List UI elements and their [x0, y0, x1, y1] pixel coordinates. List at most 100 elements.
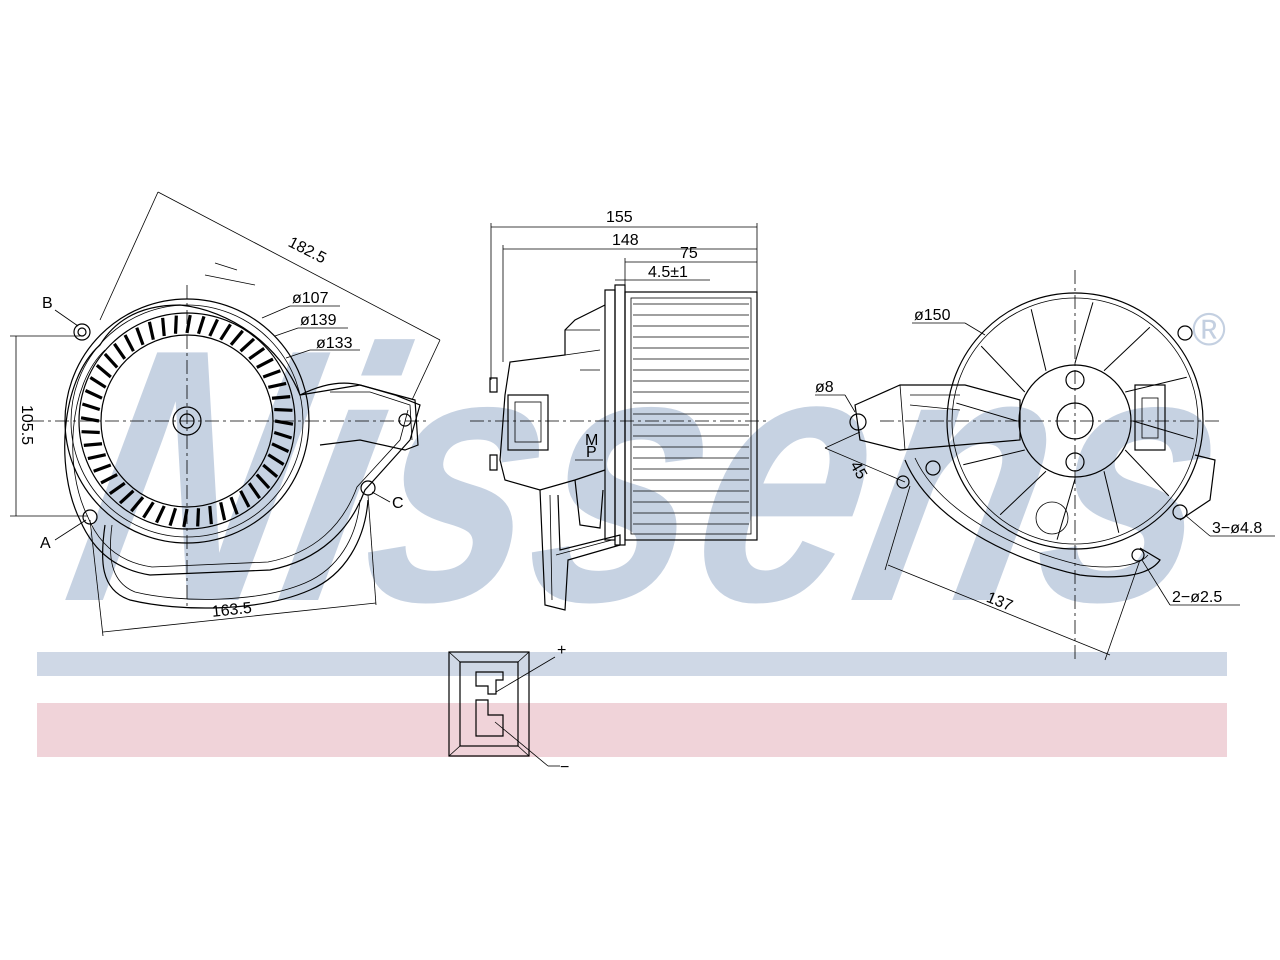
connector-plus-sign: + [557, 642, 566, 659]
dim-d150: ø150 [914, 307, 951, 324]
fan-blade [248, 347, 266, 361]
watermark-text: Nissens [44, 275, 1260, 677]
side-view: M P 155 148 75 4.5±1 [470, 209, 770, 611]
fan-blade [113, 342, 127, 360]
fan-blade [89, 376, 107, 389]
fan-blade [196, 315, 206, 335]
side-label-m: M [585, 432, 598, 449]
dim-d139: ø139 [300, 312, 337, 329]
mount-point-b [73, 323, 91, 341]
watermark-band-pink [37, 703, 1227, 757]
dim-hole-2-5: 2−ø2.5 [1172, 589, 1222, 606]
fan-blade [256, 357, 274, 369]
fan-blade [123, 334, 135, 352]
watermark-band-blue [37, 652, 1227, 676]
watermark-logo: Nissens [44, 275, 1260, 677]
fan-blade [168, 507, 178, 527]
label-c: C [392, 495, 404, 512]
dim-angle: 45 [846, 458, 870, 482]
fan-blade [262, 463, 279, 478]
fan-blade [262, 369, 281, 379]
fan-blade [229, 496, 239, 515]
spoke [1030, 309, 1047, 371]
dim-155: 155 [606, 209, 633, 226]
left-view: 182.5 105.5 163.5 ø107 ø139 ø133 B A C [10, 191, 441, 637]
connector-minus-sign: − [560, 759, 569, 776]
fan-blade [208, 318, 219, 337]
fan-blade [83, 442, 103, 447]
fan-blade [219, 501, 227, 521]
fan-blade [93, 463, 112, 473]
fan-blade [239, 337, 256, 353]
fan-blade [118, 489, 135, 505]
spoke [980, 345, 1026, 393]
dim-hole-4-8: 3−ø4.8 [1212, 520, 1262, 537]
fan-blade [271, 395, 291, 400]
label-b: B [42, 295, 53, 312]
label-a: A [40, 535, 51, 552]
right-bracket [854, 384, 1021, 451]
side-motor-body [499, 304, 606, 491]
spoke [1103, 471, 1120, 533]
mount-point-a [82, 509, 98, 525]
fan-blade [271, 442, 290, 453]
dim-75: 75 [680, 245, 698, 262]
fan-blade [100, 473, 118, 485]
fan-blade [155, 505, 166, 524]
fan-blade [80, 416, 100, 423]
side-connector [507, 394, 549, 451]
connector-detail: + − [448, 642, 569, 776]
fan-blade [130, 496, 145, 513]
fan-blade [255, 473, 271, 490]
dim-163-5: 163.5 [211, 600, 253, 621]
fan-blade [239, 490, 251, 508]
fan-blade [84, 389, 103, 400]
dim-4-5: 4.5±1 [648, 264, 688, 281]
right-view: 137 ø150 ø8 45 3−ø4.8 2−ø2.5 [815, 270, 1275, 661]
spoke [999, 470, 1047, 516]
connector-terminal-minus [475, 699, 504, 737]
fan-blade [173, 315, 178, 334]
fan-blade [247, 482, 261, 500]
left-housing-outline [64, 304, 421, 576]
dim-d133: ø133 [316, 335, 353, 352]
spoke [1074, 302, 1094, 364]
dim-148: 148 [612, 232, 639, 249]
fan-blade [161, 317, 166, 337]
fan-blade [81, 402, 101, 412]
fan-blade [185, 314, 192, 334]
fan-blade [147, 321, 155, 341]
fan-blade [274, 419, 294, 426]
side-fan-fins [633, 303, 749, 525]
fan-blade [219, 323, 232, 341]
spoke [1103, 326, 1151, 372]
fan-blade [182, 508, 189, 528]
dim-d8: ø8 [815, 379, 834, 396]
side-label-p: P [586, 444, 597, 461]
fan-blade [196, 508, 201, 527]
fan-blade [273, 430, 293, 440]
dim-d107: ø107 [292, 290, 329, 307]
spoke [963, 449, 1025, 466]
fan-blade [95, 364, 112, 379]
fan-blade [103, 352, 119, 369]
spoke [1132, 420, 1194, 440]
spoke [1124, 449, 1170, 497]
fan-blade [274, 407, 293, 412]
fan-blade [267, 381, 287, 389]
fan-blade [81, 430, 100, 435]
spoke [1056, 478, 1076, 540]
fan-blade [229, 329, 244, 346]
fan-blade [267, 453, 285, 466]
spoke [956, 402, 1018, 422]
fan-blade [87, 453, 107, 461]
fan-blade [142, 501, 155, 519]
fan-blade [208, 505, 213, 525]
dim-105-5: 105.5 [18, 405, 35, 445]
connector-terminal-plus [475, 671, 504, 695]
left-fan-blades [80, 314, 294, 528]
connector-outer [448, 651, 530, 757]
registered-mark: ® [1192, 303, 1226, 355]
fan-blade [108, 481, 126, 495]
